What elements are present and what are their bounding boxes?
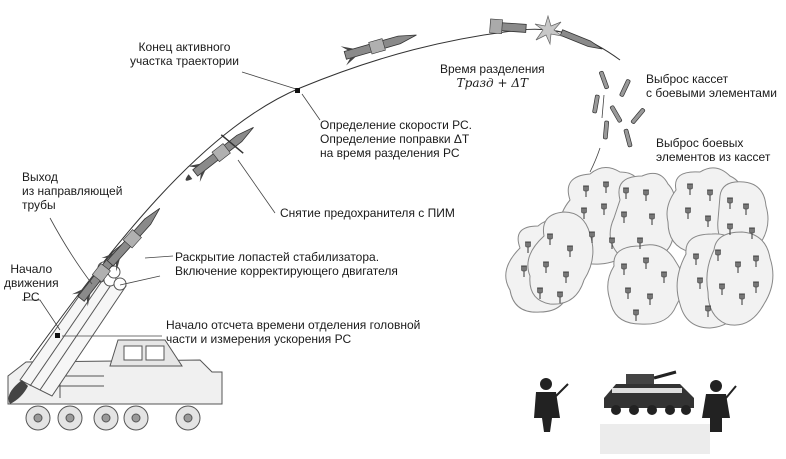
soldier-icon-2 — [702, 380, 737, 432]
launcher-truck — [7, 339, 223, 431]
separated-warhead — [559, 29, 603, 50]
exhaust-plume-icon — [8, 380, 28, 404]
label-fuse-removal: Снятие предохранителя с ПИМ — [280, 206, 455, 220]
label-separation-time: Время разделения Tразд + ΔT — [440, 62, 545, 90]
armored-vehicle-icon — [604, 370, 694, 415]
label-end-active-segment: Конец активного участка траектории — [130, 40, 239, 68]
label-timer-start: Начало отсчета времени отделения головно… — [166, 318, 421, 346]
event-marker-timer-start — [55, 333, 60, 338]
rocket-separation — [489, 18, 527, 35]
soldier-icon — [534, 378, 569, 432]
label-exit-guide-tube: Выход из направляющей трубы — [22, 170, 123, 212]
burst-icon — [534, 14, 563, 46]
leader-lines — [22, 71, 605, 337]
label-element-release: Выброс боевых элементов из кассет — [656, 136, 771, 164]
label-cassette-release: Выброс кассет с боевыми элементами — [646, 72, 777, 100]
falling-cassettes — [592, 70, 646, 148]
label-speed-determination: Определение скорости РС. Определение поп… — [320, 118, 473, 160]
event-marker-active-end — [295, 88, 300, 93]
rocket-fuse-removal — [185, 118, 261, 183]
label-stabilizer-deploy: Раскрытие лопастей стабилизатора. Включе… — [175, 250, 398, 278]
bomblet-clouds — [505, 167, 774, 329]
ground-strip — [600, 424, 710, 454]
label-motion-start: Начало движения РС — [4, 262, 59, 304]
rocket-stabilizer-deploy — [100, 201, 168, 272]
